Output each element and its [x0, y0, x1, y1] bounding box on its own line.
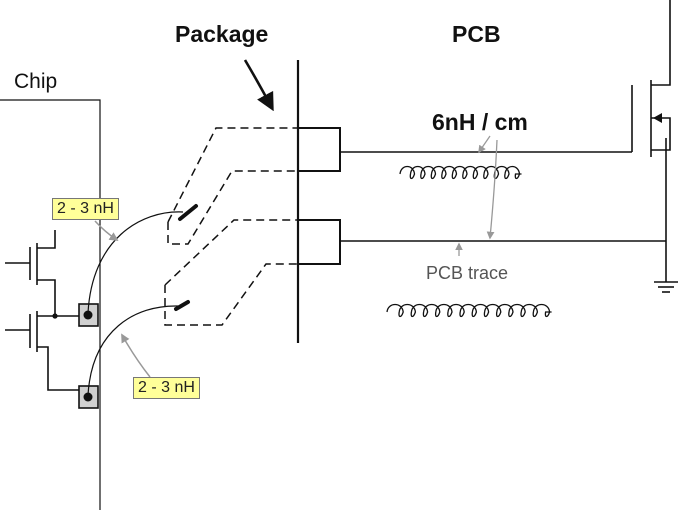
- label-trace-inductance: 6nH / cm: [432, 109, 528, 135]
- bond-pad-upper: [78, 303, 99, 327]
- chip-outline: [0, 99, 101, 510]
- trace-inductance-arrow-upper: [478, 135, 491, 154]
- label-package: Package: [175, 21, 269, 47]
- package-pin-lower: [298, 219, 341, 265]
- package-lead-upper: [167, 127, 298, 245]
- package-lead-lower: [164, 219, 298, 326]
- pcb-transistor: [631, 0, 671, 241]
- inductor-coil-lower: [386, 303, 552, 318]
- bond-pad-lower: [78, 385, 99, 409]
- bond-wire-lower: [87, 305, 179, 396]
- inductor-coil-upper: [399, 165, 522, 180]
- ground-symbol: [654, 241, 678, 293]
- bond-wire-upper-end: [178, 204, 198, 221]
- package-pointer-arrow: [243, 59, 274, 112]
- bond-wire-lower-end: [174, 300, 190, 311]
- bond-wire-upper: [87, 211, 184, 314]
- package-pin-upper: [298, 127, 341, 172]
- bondwire-upper-label-arrow: [94, 220, 119, 241]
- label-pcb: PCB: [452, 21, 501, 47]
- bondwire-inductance-label-lower: 2 - 3 nH: [133, 377, 200, 399]
- chip-upper-transistor: [5, 230, 56, 316]
- label-chip: Chip: [14, 70, 58, 93]
- trace-inductance-arrow-lower: [486, 139, 498, 240]
- pcb-transistor-arrow: [653, 113, 662, 123]
- bondwire-lower-label-arrow: [121, 333, 151, 378]
- label-pcb-trace: PCB trace: [426, 263, 509, 283]
- chip-output-node: [52, 313, 58, 319]
- bondwire-inductance-label-upper: 2 - 3 nH: [52, 198, 119, 220]
- chip-lower-transistor: [5, 311, 80, 391]
